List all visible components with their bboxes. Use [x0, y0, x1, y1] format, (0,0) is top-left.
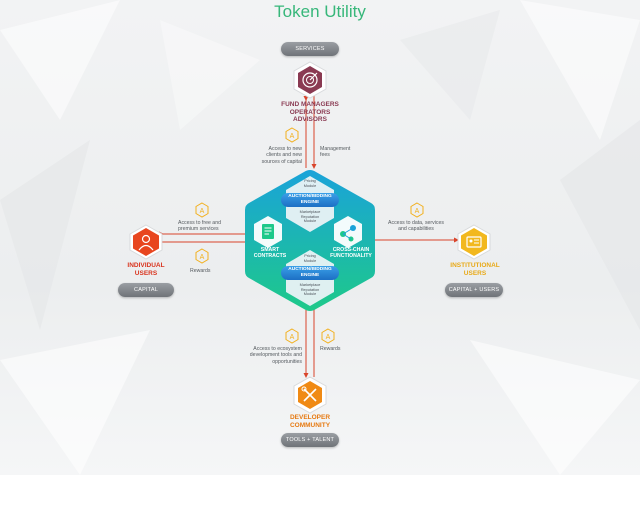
services-pill: SERVICES	[281, 42, 339, 56]
institutional-users-label: INSTITUTIONAL USERS	[430, 262, 520, 277]
text-line: premium services	[178, 226, 219, 233]
institutional-users-hex-icon	[457, 224, 491, 260]
text-line: Marketplace	[299, 283, 321, 287]
background-pattern	[0, 10, 640, 330]
bottom-auction-engine: AUCTION/BIDDING ENGINE	[281, 266, 339, 280]
svg-text:A: A	[290, 133, 295, 140]
text-line: clients and new	[266, 152, 302, 159]
svg-text:A: A	[415, 208, 420, 215]
text-line: SMART	[260, 247, 280, 253]
text-line: FUNCTIONALITY	[330, 253, 372, 259]
text-line: Pricing	[304, 179, 316, 183]
developer-community-label: DEVELOPER COMMUNITY	[260, 414, 360, 429]
individual-users-label: INDIVIDUAL USERS	[110, 262, 182, 277]
bottom-marketplace-module: Marketplace Reputation Module	[285, 283, 335, 297]
tools-talent-pill: TOOLS + TALENT	[281, 433, 339, 447]
text-line: and capabilities	[398, 226, 434, 233]
bottom-left-arrow-text: Access to ecosystem development tools an…	[238, 346, 302, 365]
fund-managers-hex-icon	[293, 61, 327, 99]
text-line: AUCTION/BIDDING	[288, 267, 332, 272]
text-line: Reputation	[300, 287, 320, 292]
person-icon	[138, 234, 154, 251]
label-line: FUND MANAGERS	[281, 101, 339, 108]
individual-users-hex-icon	[129, 224, 163, 260]
text-line: Reputation	[300, 214, 320, 219]
right-arrow-text: Access to data, services and capabilitie…	[380, 220, 452, 233]
text-line: Module	[303, 258, 317, 263]
text-line: CONTRACTS	[253, 253, 287, 259]
smart-contracts-label: SMART CONTRACTS	[247, 247, 293, 259]
document-icon	[262, 224, 274, 239]
text-line: Module	[303, 183, 317, 188]
text-line: Management	[320, 146, 351, 152]
top-pricing-module: Pricing Module	[290, 179, 330, 188]
token-icon: A	[410, 202, 424, 218]
text-line: opportunities	[272, 358, 302, 365]
top-right-arrow-text: Management fees	[320, 146, 370, 159]
id-card-icon	[466, 236, 482, 248]
label-line: OPERATORS	[289, 108, 331, 116]
token-icon: A	[285, 127, 299, 143]
bottom-pricing-module: Pricing Module	[290, 254, 330, 263]
text-line: sources of capital	[261, 158, 302, 165]
token-icon: A	[195, 248, 209, 264]
text-line: development tools and	[249, 352, 302, 359]
capital-pill: CAPITAL	[118, 283, 174, 297]
label-line: USERS	[134, 269, 158, 277]
label-line: DEVELOPER	[289, 414, 331, 421]
label-line: USERS	[463, 269, 487, 277]
cross-chain-label: CROSS-CHAIN FUNCTIONALITY	[323, 247, 379, 259]
connector-arrows	[159, 96, 459, 378]
tools-icon	[301, 386, 317, 402]
fund-managers-label: FUND MANAGERS OPERATORS ADVISORS	[260, 101, 360, 124]
token-icon: A	[195, 202, 209, 218]
token-icon: A	[321, 328, 335, 344]
text-line: Access to free and	[178, 220, 221, 226]
label-line: ADVISORS	[293, 116, 327, 123]
label-line: INDIVIDUAL	[127, 262, 165, 269]
text-line: Module	[303, 219, 317, 224]
capital-users-pill: CAPITAL + USERS	[445, 283, 503, 297]
text-line: ENGINE	[300, 272, 320, 278]
label-line: COMMUNITY	[289, 421, 331, 429]
label-line: INSTITUTIONAL	[450, 262, 500, 269]
top-marketplace-module: Marketplace Reputation Module	[285, 210, 335, 224]
text-line: Access to ecosystem	[253, 346, 302, 352]
svg-text:A: A	[326, 334, 331, 341]
text-line: AUCTION/BIDDING	[288, 194, 332, 199]
text-line: ENGINE	[300, 199, 320, 205]
text-line: Pricing	[304, 254, 316, 258]
network-icon	[340, 225, 356, 242]
token-icon: A	[285, 328, 299, 344]
text-line: CROSS-CHAIN	[332, 247, 370, 253]
text-line: Module	[303, 292, 317, 297]
svg-text:A: A	[290, 334, 295, 341]
top-auction-engine: AUCTION/BIDDING ENGINE	[281, 193, 339, 207]
text-line: Access to data, services	[388, 220, 444, 226]
text-line: Access to new	[268, 146, 302, 152]
text-line: fees	[320, 152, 330, 159]
page-title: Token Utility	[274, 2, 366, 21]
developer-community-hex-icon	[293, 376, 327, 414]
target-icon	[302, 72, 318, 88]
bottom-right-arrow-text: Rewards	[320, 346, 341, 352]
svg-text:A: A	[200, 254, 205, 261]
left-bottom-arrow-text: Rewards	[190, 268, 211, 274]
svg-text:A: A	[200, 208, 205, 215]
text-line: Marketplace	[299, 210, 321, 214]
top-left-arrow-text: Access to new clients and new sources of…	[248, 146, 302, 165]
left-top-arrow-text: Access to free and premium services	[178, 220, 238, 233]
